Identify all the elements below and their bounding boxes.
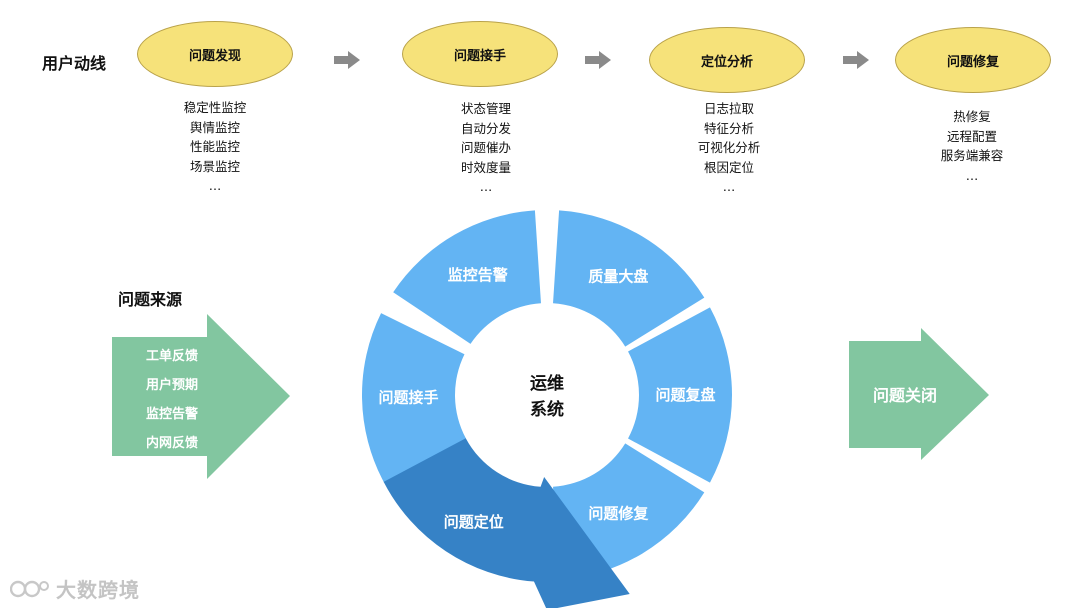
list-item: 特征分析 [703, 120, 754, 136]
step-discover-ellipse: 问题发现 [137, 21, 293, 87]
segment-alerting [393, 210, 541, 344]
list-item: 稳定性监控 [183, 100, 247, 115]
list-item: 场景监控 [189, 158, 240, 174]
list-item: 状态管理 [460, 101, 511, 116]
segment-fix-label: 问题修复 [588, 505, 649, 523]
segment-takeover-label: 问题接手 [379, 388, 439, 406]
flow-arrow-icon [585, 51, 611, 69]
list-item: 性能监控 [189, 139, 240, 154]
list-item: 舆情监控 [189, 119, 240, 135]
segment-postmortem-label: 问题复盘 [655, 386, 715, 404]
source-item: 用户预期 [145, 378, 198, 393]
list-item: … [722, 179, 736, 194]
list-item: 时效度量 [460, 159, 511, 175]
list-item: … [208, 178, 222, 193]
step-locate-ellipse: 定位分析 [649, 27, 805, 93]
step-takeover-ellipse: 问题接手 [402, 21, 558, 87]
closure-label: 问题关闭 [872, 386, 937, 405]
step-takeover-list: 状态管理 自动分发 问题催办 时效度量 … [406, 99, 566, 197]
list-item: 远程配置 [946, 128, 997, 144]
segment-quality-dashboard-label: 质量大盘 [588, 267, 648, 285]
segment-alerting-label: 监控告警 [448, 266, 508, 284]
list-item: 热修复 [953, 109, 991, 124]
user-flow-label: 用户动线 [42, 54, 107, 73]
flow-arrow-icon [334, 51, 360, 69]
step-locate-list: 日志拉取 特征分析 可视化分析 根因定位 … [649, 99, 809, 197]
segment-locate-label: 问题定位 [444, 513, 504, 531]
list-item: 日志拉取 [703, 101, 754, 116]
step-discover-list: 稳定性监控 舆情监控 性能监控 场景监控 … [135, 98, 295, 196]
list-item: … [965, 167, 979, 183]
list-item: 服务端兼容 [940, 148, 1004, 163]
source-item: 内网反馈 [145, 436, 198, 451]
sources-label: 问题来源 [118, 290, 183, 309]
source-item: 监控告警 [145, 407, 198, 422]
segment-postmortem [628, 307, 732, 483]
sources-list: 工单反馈 用户预期 监控告警 内网反馈 [112, 342, 232, 458]
watermark-text: 大数跨境 [56, 578, 140, 602]
segment-takeover [362, 313, 466, 483]
closure-arrow [849, 328, 989, 460]
brand-logo-icon [10, 580, 49, 597]
flow-arrow-icon [843, 51, 869, 69]
segment-quality-dashboard [553, 210, 705, 347]
center-label: 系统 [530, 399, 564, 420]
watermark: 大数跨境 [10, 574, 140, 603]
sources-arrow [112, 314, 290, 479]
list-item: 自动分发 [460, 120, 511, 136]
center-label: 运维 [530, 373, 564, 394]
list-item: 问题催办 [460, 140, 511, 155]
segment-locate [383, 438, 630, 608]
step-fix-ellipse: 问题修复 [895, 27, 1051, 93]
list-item: 根因定位 [703, 159, 754, 175]
list-item: … [479, 179, 493, 194]
list-item: 可视化分析 [697, 140, 761, 155]
source-item: 工单反馈 [145, 349, 198, 364]
step-fix-list: 热修复 远程配置 服务端兼容 … [892, 107, 1052, 185]
